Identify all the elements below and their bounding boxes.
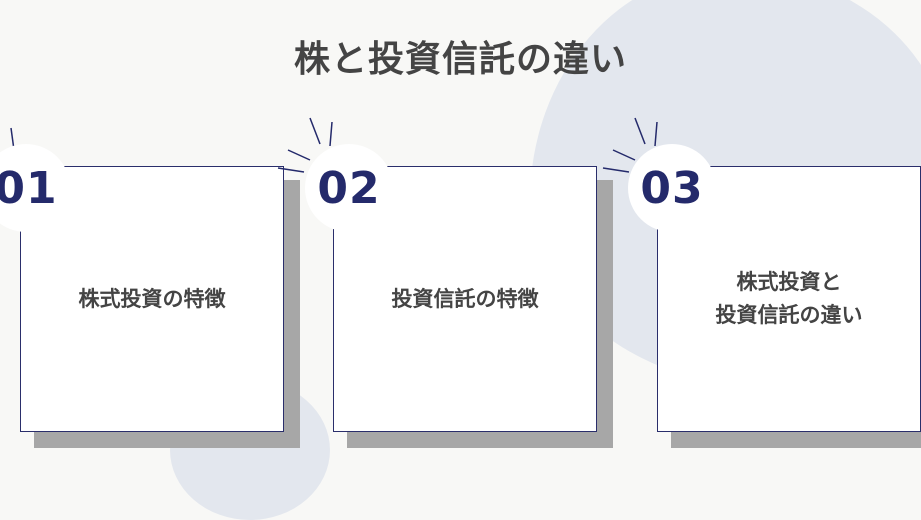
card-3-label: 株式投資と 投資信託の違い xyxy=(715,270,863,327)
number-badge-1: 01 xyxy=(0,144,70,232)
card-3-number: 03 xyxy=(640,162,704,214)
accent-rays-icon xyxy=(277,117,333,173)
card-2-number: 02 xyxy=(317,162,381,214)
page-title: 株と投資信託の違い xyxy=(293,39,627,80)
card-2-label: 投資信託の特徴 xyxy=(391,286,539,311)
number-badge-2: 02 xyxy=(305,144,393,232)
accent-rays-icon xyxy=(602,117,658,173)
card-1: 株式投資の特徴 xyxy=(20,166,284,432)
number-badge-3: 03 xyxy=(628,144,716,232)
background-blob xyxy=(590,0,790,140)
card-1-number: 01 xyxy=(0,162,58,214)
card-1-label: 株式投資の特徴 xyxy=(78,286,226,311)
